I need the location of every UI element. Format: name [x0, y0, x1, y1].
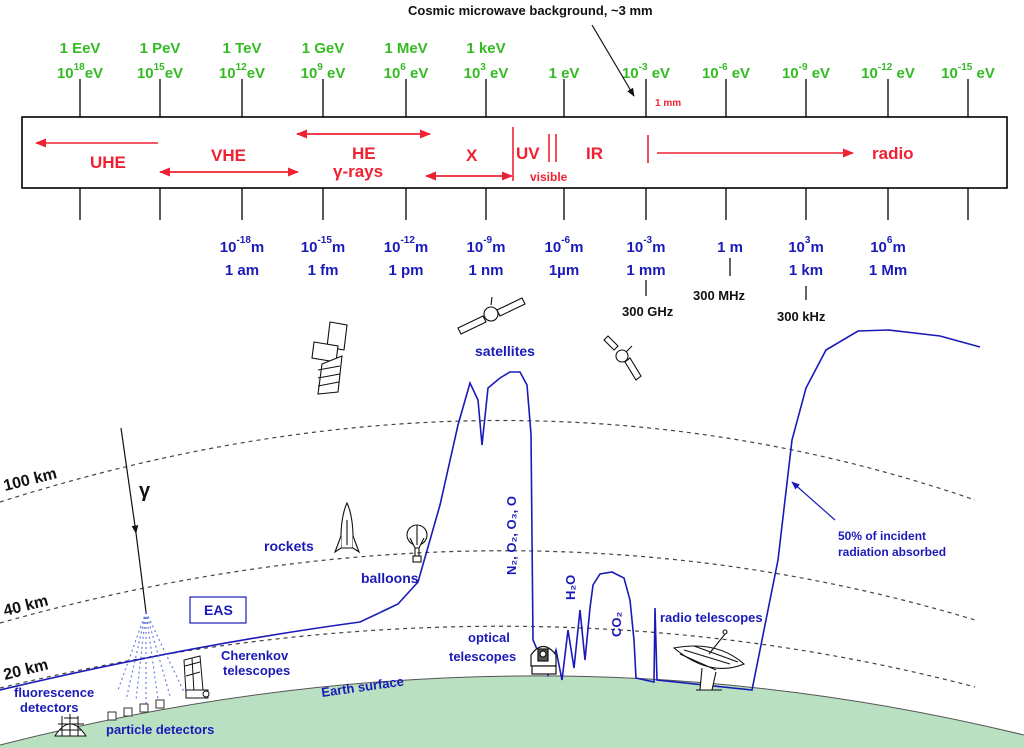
band-uv: UV [516, 144, 540, 163]
energy-value-label: 10-3 eV [622, 62, 670, 82]
optical-label-1: optical [468, 630, 510, 645]
band-gamma-rays: γ-rays [333, 162, 383, 181]
wavelength-value-label: 10-9m [467, 235, 506, 256]
wavelength-value-label: 103m [788, 235, 824, 256]
energy-unit-label: 1 PeV [140, 40, 181, 57]
satellites-label: satellites [475, 343, 535, 359]
energy-value-label: 109 eV [301, 62, 346, 82]
molecules-label: N₂, O₂, O₃, O [504, 496, 519, 575]
air-shower [117, 611, 185, 704]
altitude-lines [0, 419, 976, 689]
wavelength-value-label: 10-12m [384, 235, 428, 256]
energy-value-label: 10-15 eV [941, 62, 995, 82]
absorbed-label-1: 50% of incident [838, 529, 926, 543]
eas-label: EAS [204, 602, 233, 618]
energy-unit-label: 1 MeV [384, 40, 427, 57]
particle-detector-icons [107, 699, 165, 721]
band-ir: IR [586, 144, 603, 163]
optical-label-2: telescopes [449, 649, 516, 664]
energy-unit-label: 1 EeV [60, 40, 101, 57]
freq-300-mhz: 300 MHz [693, 288, 746, 303]
freq-300-ghz: 300 GHz [622, 304, 674, 319]
band-vhe: VHE [211, 146, 246, 165]
cherenkov-label-2: telescopes [223, 663, 290, 678]
energy-value-label: 10-9 eV [782, 62, 830, 82]
wavelength-name-label: 1 pm [388, 262, 423, 279]
energy-value-label: 106 eV [384, 62, 429, 82]
energy-value-label: 1015eV [137, 62, 183, 82]
wavelength-name-label: 1 fm [308, 262, 339, 279]
one-mm-label: 1 mm [655, 98, 681, 109]
optical-telescope-icon [530, 645, 557, 675]
wavelength-name-label: 1 mm [626, 262, 665, 279]
band-visible: visible [530, 170, 568, 184]
cmb-note: Cosmic microwave background, ~3 mm [408, 3, 653, 18]
absorption-curve [0, 329, 981, 691]
satellite-icon-2 [457, 296, 526, 335]
energy-scale: 1 EeV 1018eV 1 PeV 1015eV 1 TeV 1012eV 1 GeV 10… [57, 40, 995, 82]
frequency-markers [645, 258, 807, 300]
radio-telescopes-label: radio telescopes [660, 610, 763, 625]
energy-value-label: 103 eV [464, 62, 509, 82]
wavelength-name-label: 1 am [225, 262, 259, 279]
freq-300-khz: 300 kHz [777, 309, 826, 324]
band-radio: radio [872, 144, 914, 163]
band-he: HE [352, 144, 376, 163]
band-x: X [466, 146, 478, 165]
balloons-label: balloons [361, 570, 419, 586]
cmb-arrow [591, 24, 635, 97]
rockets-label: rockets [264, 538, 314, 554]
wavelength-value-label: 1 m [717, 239, 743, 256]
eas-box [189, 596, 247, 624]
fluorescence-detector-icon [54, 714, 87, 737]
wavelength-name-label: 1 Mm [869, 262, 907, 279]
wavelength-name-label: 1µm [549, 262, 579, 279]
energy-value-label: 10-6 eV [702, 62, 750, 82]
energy-unit-label: 1 keV [466, 40, 505, 57]
band-arrows [34, 127, 855, 181]
wavelength-name-label: 1 km [789, 262, 823, 279]
h2o-label: H₂O [563, 575, 578, 600]
radio-telescope-icon [672, 629, 746, 691]
balloon-icon [406, 524, 428, 563]
wavelength-value-label: 10-15m [301, 235, 345, 256]
gamma-label: γ [139, 480, 151, 502]
energy-value-label: 10-12 eV [861, 62, 915, 82]
wavelength-value-label: 10-6m [545, 235, 584, 256]
earth-ground [0, 675, 1024, 748]
absorbed-arrow [791, 481, 836, 521]
satellite-icon-1 [311, 321, 348, 395]
rocket-icon [333, 501, 361, 554]
earth-surface-line [0, 675, 1024, 746]
band-uhe: UHE [90, 153, 126, 172]
satellite-icon-3 [603, 335, 642, 381]
spectrum-band-box [21, 116, 1008, 189]
fluorescence-label-1: fluorescence [14, 685, 94, 700]
cherenkov-label-1: Cherenkov [221, 648, 289, 663]
co2-label: CO₂ [609, 612, 624, 638]
fluorescence-label-2: detectors [20, 700, 79, 715]
energy-value-label: 1018eV [57, 62, 103, 82]
wavelength-value-label: 106m [870, 235, 906, 256]
gamma-ray-arrow [120, 427, 139, 534]
altitude-100km: 100 km [2, 465, 59, 495]
wavelength-scale: 10-18m 1 am 10-15m 1 fm 10-12m 1 pm 10-9m 1 nm 1… [220, 235, 907, 279]
energy-unit-label: 1 GeV [302, 40, 345, 57]
wavelength-name-label: 1 nm [468, 262, 503, 279]
energy-value-label: 1 eV [549, 65, 580, 82]
particle-detectors-label: particle detectors [106, 722, 214, 737]
wavelength-value-label: 10-18m [220, 235, 264, 256]
absorbed-label-2: radiation absorbed [838, 545, 946, 559]
energy-unit-label: 1 TeV [223, 40, 262, 57]
cherenkov-telescope-icon [183, 655, 210, 699]
energy-ticks [79, 79, 969, 220]
wavelength-value-label: 10-3m [627, 235, 666, 256]
energy-value-label: 1012eV [219, 62, 265, 82]
gamma-ray-track [135, 532, 147, 613]
